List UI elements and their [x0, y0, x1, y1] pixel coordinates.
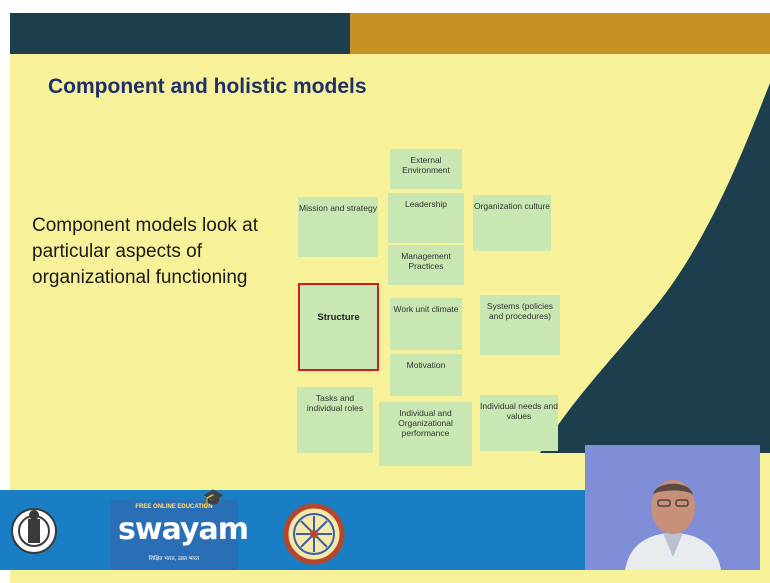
- box-management-practices: Management Practices: [388, 245, 464, 285]
- swayam-tagline: शिक्षित भारत, उन्नत भारत: [148, 556, 200, 562]
- presenter-figure-icon: [585, 445, 760, 570]
- decorative-wave: [540, 83, 770, 453]
- box-external-environment: External Environment: [390, 149, 462, 189]
- box-leadership: Leadership: [388, 193, 464, 243]
- nptel-logo-icon: [283, 503, 345, 565]
- presenter-video: [585, 445, 760, 570]
- top-bar-gold: [350, 13, 770, 54]
- box-individual-org-performance: Individual and Organizational performanc…: [379, 402, 472, 466]
- box-individual-needs-values: Individual needs and values: [480, 395, 558, 451]
- slide-body-text: Component models look at particular aspe…: [32, 215, 259, 288]
- swayam-logo: FREE ONLINE EDUCATION swayam शिक्षित भार…: [110, 488, 249, 570]
- box-work-unit-climate: Work unit climate: [390, 298, 462, 350]
- graduation-cap-icon: 🎓: [202, 488, 225, 508]
- box-mission-strategy: Mission and strategy: [298, 197, 378, 257]
- iit-logo-icon: [11, 508, 57, 554]
- swayam-top-text: FREE ONLINE EDUCATION: [135, 504, 213, 510]
- top-bar-dark: [10, 13, 350, 54]
- box-motivation: Motivation: [390, 354, 462, 396]
- slide-title: Component and holistic models: [48, 75, 367, 98]
- swayam-wordmark: swayam: [118, 512, 249, 547]
- box-organization-culture: Organization culture: [473, 195, 551, 251]
- box-tasks-roles: Tasks and individual roles: [297, 387, 373, 453]
- slide: Component and holistic models Component …: [10, 13, 770, 583]
- box-structure: Structure: [298, 283, 379, 371]
- box-systems: Systems (policies and procedures): [480, 295, 560, 355]
